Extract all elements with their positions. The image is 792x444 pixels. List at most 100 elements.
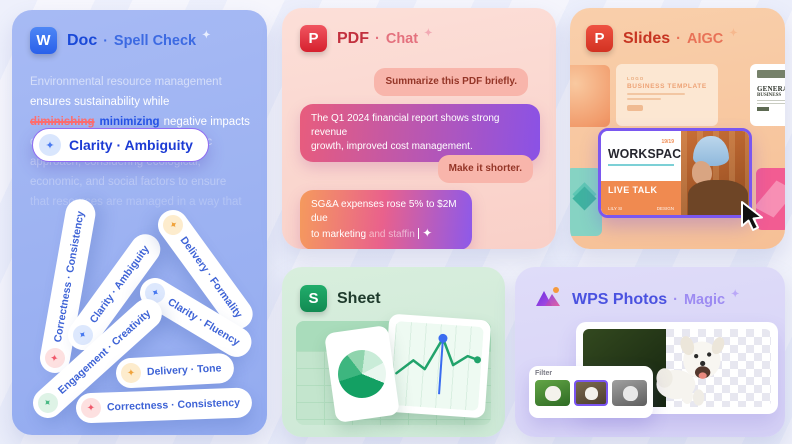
placeholder-image [757, 70, 785, 78]
ai-chat-bubble-typing: SG&A expenses rose 5% to $2M due to mark… [300, 190, 472, 249]
filter-thumbnail-original[interactable] [535, 380, 570, 406]
title-separator: · [103, 31, 108, 48]
pdf-card-header: P PDF · Chat ✦ [300, 25, 432, 52]
sheet-app-name: Sheet [337, 289, 381, 307]
tag-label: Delivery · Tone [146, 362, 222, 379]
wps-photos-magic-card[interactable]: WPS Photos · Magic ✦ [515, 267, 785, 437]
placeholder-button [627, 105, 643, 111]
placeholder-line [627, 98, 661, 100]
doc-app-icon: W [30, 27, 57, 54]
slides-card-title: Slides · AIGC ✦ [623, 27, 738, 48]
ai-message-line: growth, improved cost management. [311, 141, 473, 152]
pdf-feature-name: Chat [385, 30, 419, 47]
filter-panel: Filter [529, 366, 653, 418]
slides-app-name: Slides [623, 29, 671, 47]
slide-thumbnail-cube [570, 168, 602, 236]
ai-message-line: The Q1 2024 financial report shows stron… [311, 113, 500, 138]
slide-photo [681, 131, 749, 215]
ai-message-text: to marketing [311, 229, 367, 240]
placeholder-line [757, 100, 785, 101]
sheet-app-icon: S [300, 285, 327, 312]
filter-thumbnail-grayscale[interactable] [612, 380, 647, 406]
sparkle-icon: ✦ [120, 362, 142, 384]
doc-feature-name: Spell Check [113, 32, 197, 49]
spellcheck-tag: ✦ Correctness · Consistency [75, 387, 253, 424]
ai-message-line: SG&A expenses rose 5% to $2M due [311, 199, 457, 224]
corrected-word: minimizing [99, 116, 160, 128]
ai-typing-text: and staffin [368, 229, 415, 240]
slide-title: WORKSPACE [608, 146, 690, 161]
doc-card-header: W Doc · Spell Check ✦ [30, 27, 211, 54]
dog-photo-subject [647, 331, 737, 407]
slide-thumbnail-orange [570, 65, 610, 127]
placeholder-line [627, 93, 685, 95]
photos-app-icon [535, 285, 562, 314]
slide-thumbnail-template: LOGO BUSINESS TEMPLATE [616, 64, 718, 126]
slide-footer-left: LILY SI [608, 206, 623, 211]
sparkle-icon: ✦ [422, 226, 433, 240]
ai-message-line: to marketing and staffin ✦ [311, 226, 461, 242]
paragraph-line: Environmental resource management [30, 76, 222, 88]
line-chart-card [382, 313, 492, 419]
slide-text-panel: 19/19 WORKSPACE LIVE TALK LILY SI DESIGN [601, 131, 690, 215]
sparkle-icon: ✦ [424, 27, 433, 39]
slides-aigc-card[interactable]: P Slides · AIGC ✦ LOGO BUSINESS TEMPLATE… [570, 8, 785, 249]
sparkle-icon: ✦ [39, 134, 61, 156]
slide-subtitle: LIVE TALK [608, 185, 658, 195]
title-separator: · [676, 30, 681, 47]
selected-slide-workspace[interactable]: 19/19 WORKSPACE LIVE TALK LILY SI DESIGN [598, 128, 752, 218]
slides-feature-name: AIGC [686, 30, 724, 47]
sparkle-icon: ✦ [43, 346, 67, 370]
slide-page-number: 19/19 [661, 139, 674, 145]
doc-card-title: Doc · Spell Check ✦ [67, 29, 211, 50]
pie-chart [334, 346, 390, 402]
slide-divider [608, 164, 674, 166]
photos-card-title: WPS Photos · Magic ✦ [572, 288, 740, 309]
person-face [691, 161, 713, 185]
slide-footer: LILY SI DESIGN [608, 206, 674, 211]
paragraph-line: economic, and social factors to ensure [30, 176, 227, 188]
line-chart [390, 321, 484, 411]
slide-thumbnail-general: GENERAL BUSINESS [750, 64, 785, 126]
sparkle-icon: ✦ [33, 388, 63, 418]
pdf-chat-card[interactable]: P PDF · Chat ✦ Summarize this PDF briefl… [282, 8, 556, 249]
sheet-card-header: S Sheet [300, 285, 381, 312]
pie-chart-card [324, 324, 400, 424]
thumbnail-text: GENERAL [757, 85, 785, 93]
person-hoodie [687, 179, 748, 215]
sparkle-icon: ✦ [729, 27, 738, 39]
thumbnail-title-text: BUSINESS TEMPLATE [627, 83, 707, 90]
clarity-ambiguity-suggestion-pill[interactable]: ✦ Clarity · Ambiguity [32, 128, 209, 162]
sheet-card[interactable]: S Sheet [282, 267, 505, 437]
paragraph-text: negative impacts [163, 116, 250, 128]
paragraph-line: ensures sustainability while [30, 96, 170, 108]
photos-app-name: WPS Photos [572, 290, 668, 308]
pdf-app-icon: P [300, 25, 327, 52]
title-separator: · [375, 30, 380, 47]
photos-card-header: WPS Photos · Magic ✦ [535, 285, 739, 314]
sparkle-icon: ✦ [731, 288, 740, 300]
suggestion-label: Clarity · Ambiguity [69, 137, 193, 153]
doc-app-name: Doc [67, 31, 98, 49]
slides-app-icon: P [586, 25, 613, 52]
paragraph-line: that resources are managed in a way that [30, 196, 242, 208]
thumbnail-text: BUSINESS [757, 93, 782, 98]
thumbnail-logo-text: LOGO [627, 76, 645, 81]
typing-caret [417, 228, 420, 239]
photos-feature-name: Magic [683, 291, 726, 308]
sparkle-icon: ✦ [159, 211, 187, 239]
ai-chat-bubble: The Q1 2024 financial report shows stron… [300, 104, 540, 162]
filter-thumbnail-selected[interactable] [573, 380, 609, 406]
placeholder-button [757, 107, 769, 111]
slides-card-header: P Slides · AIGC ✦ [586, 25, 738, 52]
pdf-card-title: PDF · Chat ✦ [337, 27, 433, 48]
mouse-cursor-icon [738, 200, 766, 237]
sparkle-icon: ✦ [202, 29, 211, 41]
tag-label: Correctness · Consistency [106, 396, 241, 414]
sparkle-icon: ✦ [80, 397, 102, 419]
person-beanie [693, 136, 729, 167]
filter-label: Filter [535, 370, 553, 377]
doc-spellcheck-card[interactable]: W Doc · Spell Check ✦ Environmental reso… [12, 10, 267, 435]
